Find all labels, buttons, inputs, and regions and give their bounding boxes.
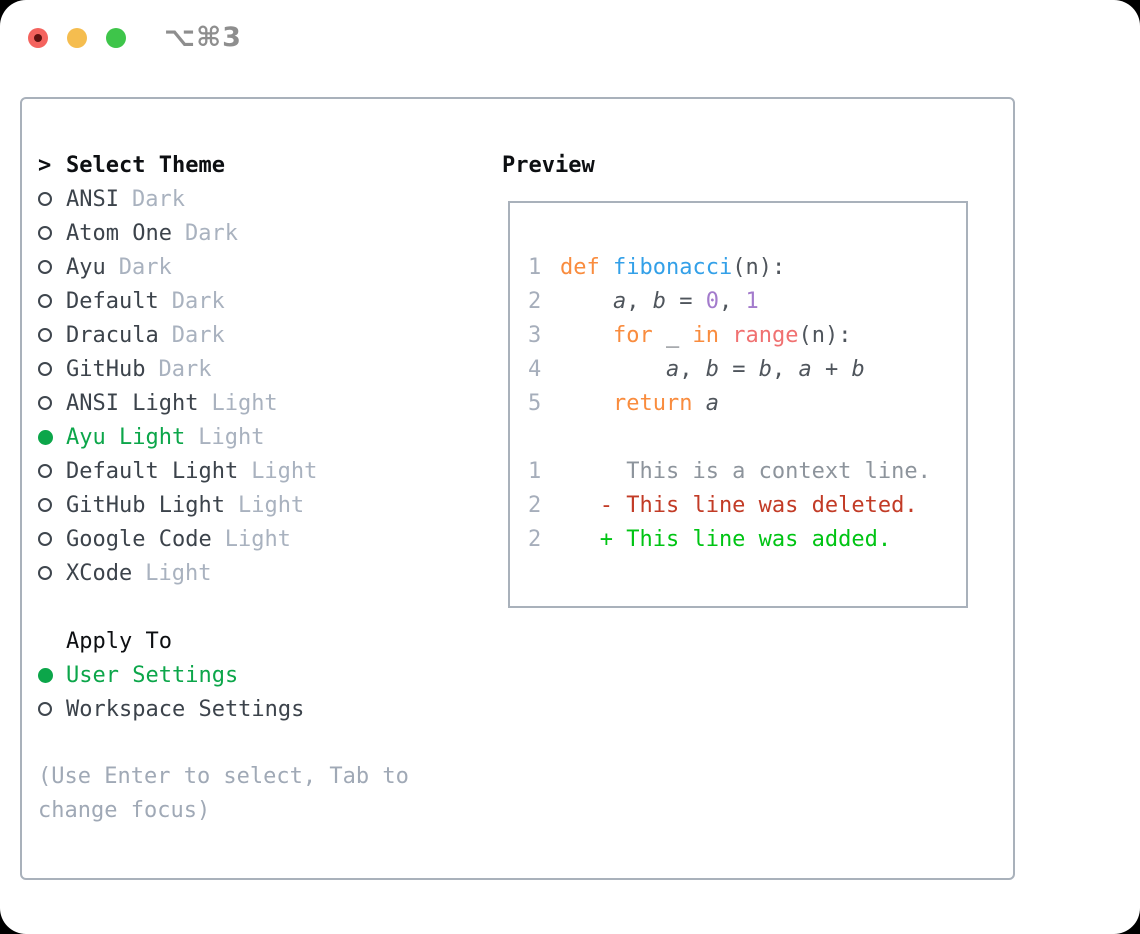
window-title: ⌥⌘3 <box>164 22 242 53</box>
theme-variant-tag: Dark <box>171 288 225 314</box>
minimize-button[interactable] <box>67 28 87 48</box>
theme-variant-tag: Light <box>198 424 265 450</box>
theme-variant-tag: Dark <box>131 186 185 212</box>
zoom-button[interactable] <box>106 28 126 48</box>
theme-name: Ayu Light <box>66 424 186 450</box>
theme-option-ansi[interactable]: ANSI Dark <box>38 182 490 216</box>
keyboard-hint: (Use Enter to select, Tab to change focu… <box>38 764 409 823</box>
theme-option-default[interactable]: Default Dark <box>38 284 490 318</box>
preview-diff-line-deleted: 2 - This line was deleted. <box>528 492 918 518</box>
line-number: 4 <box>528 356 542 382</box>
theme-variant-tag: Light <box>224 526 291 552</box>
radio-icon <box>38 566 52 580</box>
select-theme-header: > Select Theme <box>38 148 490 182</box>
radio-selected-icon <box>38 667 53 683</box>
theme-variant-tag: Dark <box>118 254 172 280</box>
theme-option-atom-one[interactable]: Atom One Dark <box>38 216 490 250</box>
theme-name: Atom One <box>66 220 172 246</box>
theme-option-ayu[interactable]: Ayu Dark <box>38 250 490 284</box>
theme-variant-tag: Dark <box>184 220 238 246</box>
theme-variant-tag: Light <box>145 560 212 586</box>
theme-name: ANSI Light <box>66 390 199 416</box>
theme-option-ayu-light[interactable]: Ayu Light Light <box>38 420 490 454</box>
theme-variant-tag: Light <box>237 492 305 518</box>
preview-code-line: 5 return a <box>528 390 719 416</box>
radio-icon <box>38 532 52 546</box>
radio-icon <box>38 226 52 240</box>
preview-code-line: 2 a, b = 0, 1 <box>528 288 759 314</box>
radio-icon <box>38 464 52 478</box>
diff-lines: 1 This is a context line. 2 - This line w… <box>528 454 966 556</box>
apply-to-label: Apply To <box>66 628 172 654</box>
focus-caret-icon: > <box>38 152 52 178</box>
radio-selected-icon <box>38 429 53 445</box>
theme-option-xcode[interactable]: XCode Light <box>38 556 490 590</box>
line-number: 1 <box>528 458 542 484</box>
radio-icon <box>38 362 52 376</box>
line-number: 5 <box>528 390 542 416</box>
theme-name: ANSI <box>66 186 119 212</box>
apply-option-label: Workspace Settings <box>66 696 305 722</box>
theme-option-dracula[interactable]: Dracula Dark <box>38 318 490 352</box>
theme-name: GitHub <box>66 356 146 382</box>
radio-icon <box>38 294 52 308</box>
section-gap <box>38 590 490 624</box>
close-button[interactable] <box>28 28 48 48</box>
apply-option-user-settings[interactable]: User Settings <box>38 658 490 692</box>
apply-option-label: User Settings <box>66 662 239 688</box>
window-controls <box>28 28 126 48</box>
select-theme-label: Select Theme <box>66 152 225 178</box>
radio-icon <box>38 192 52 206</box>
theme-option-github-light[interactable]: GitHub Light Light <box>38 488 490 522</box>
radio-icon <box>38 396 52 410</box>
theme-variant-tag: Light <box>211 390 278 416</box>
line-number: 2 <box>528 492 542 518</box>
radio-icon <box>38 328 52 342</box>
section-gap <box>38 726 490 760</box>
preview-diff-line-context: 1 This is a context line. <box>528 458 931 484</box>
theme-option-ansi-light[interactable]: ANSI Light Light <box>38 386 490 420</box>
line-number: 1 <box>528 254 542 280</box>
line-number: 2 <box>528 526 542 552</box>
theme-option-default-light[interactable]: Default Light Light <box>38 454 490 488</box>
preview-diff-line-added: 2 + This line was added. <box>528 526 892 552</box>
apply-option-workspace-settings[interactable]: Workspace Settings <box>38 692 490 726</box>
preview-code-line: 4 a, b = b, a + b <box>528 356 865 382</box>
theme-variant-tag: Dark <box>158 356 212 382</box>
line-number: 3 <box>528 322 542 348</box>
theme-name: Google Code <box>66 526 212 552</box>
theme-option-google-code[interactable]: Google Code Light <box>38 522 490 556</box>
theme-name: Ayu <box>66 254 106 280</box>
theme-option-github[interactable]: GitHub Dark <box>38 352 490 386</box>
theme-name: GitHub Light <box>66 492 225 518</box>
preview-code-line: 3 for _ in range(n): <box>528 322 852 348</box>
theme-variant-tag: Light <box>251 458 318 484</box>
theme-variant-tag: Dark <box>171 322 225 348</box>
preview-title: Preview <box>502 152 595 178</box>
radio-icon <box>38 260 52 274</box>
theme-name: Dracula <box>66 322 159 348</box>
apply-to-header: Apply To <box>38 624 490 658</box>
theme-name: Default Light <box>66 458 239 484</box>
line-number: 2 <box>528 288 542 314</box>
radio-icon <box>38 702 52 716</box>
theme-name: Default <box>66 288 159 314</box>
theme-name: XCode <box>66 560 133 586</box>
radio-icon <box>38 498 52 512</box>
